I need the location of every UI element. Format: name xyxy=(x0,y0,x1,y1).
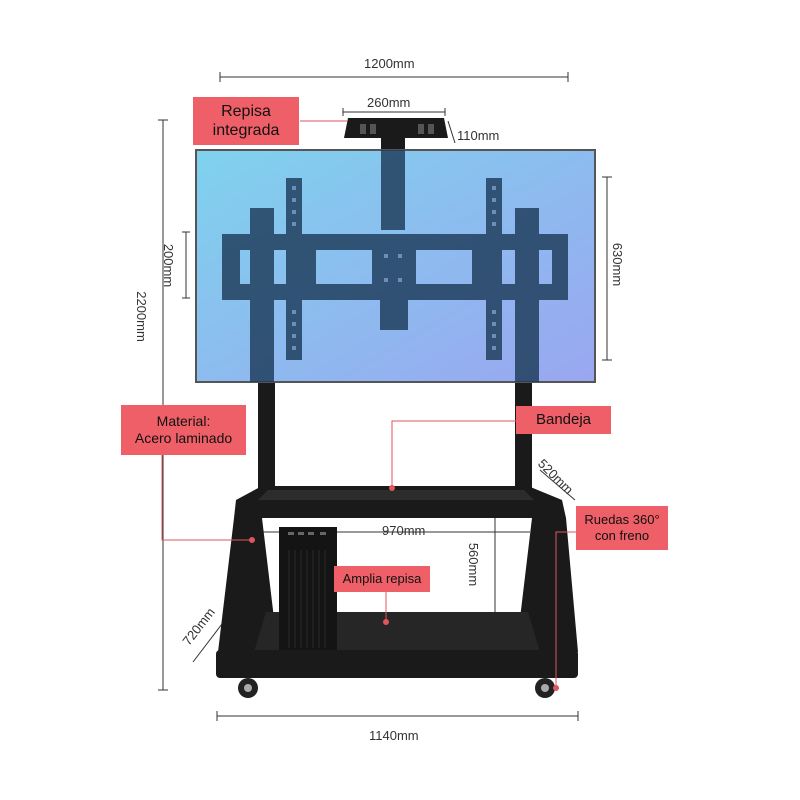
left-leg xyxy=(258,382,275,497)
vesa-mount xyxy=(222,150,568,382)
total-height-label: 2200mm xyxy=(133,291,149,342)
total-width-label: 1200mm xyxy=(364,56,415,71)
shelf-grip-marks xyxy=(360,124,434,134)
callout-tray: Bandeja xyxy=(516,406,611,434)
tv-stand xyxy=(216,118,578,698)
tray-surface xyxy=(258,490,534,500)
tv-screen xyxy=(195,149,596,383)
wheels xyxy=(238,678,555,698)
callout-integrated-shelf-line1: Repisa xyxy=(221,102,271,120)
callout-integrated-shelf-line2: integrada xyxy=(212,122,280,139)
callout-integrated-shelf: Repisa integrada xyxy=(193,97,299,145)
mount-holes xyxy=(292,186,496,350)
callout-wheels-line1: Ruedas 360° xyxy=(584,512,660,528)
callout-dots xyxy=(249,485,559,691)
callout-material-line2: Acero laminado xyxy=(134,430,233,446)
mount-height-label: 200mm xyxy=(161,243,177,288)
right-side-frame xyxy=(516,518,578,652)
center-post xyxy=(381,138,405,152)
callout-wheels-line2: con freno xyxy=(594,528,650,543)
callout-leaders xyxy=(161,120,576,688)
pc-tower-vents xyxy=(288,550,326,648)
base-plate xyxy=(216,650,578,678)
shelf-depth-label: 110mm xyxy=(457,128,500,143)
right-leg xyxy=(515,382,532,497)
screen-height-label: 630mm xyxy=(610,242,626,287)
pc-tower xyxy=(279,527,337,655)
shelf-width-label: 260mm xyxy=(367,95,411,110)
callout-material: Material: Acero laminado xyxy=(121,405,246,455)
tray-width-label: 970mm xyxy=(382,523,426,538)
callout-material-line1: Material: xyxy=(156,413,211,430)
tray-height-label: 560mm xyxy=(466,542,482,587)
base-width-label: 1140mm xyxy=(369,728,419,743)
pc-tower-details xyxy=(288,532,326,535)
left-side-frame xyxy=(218,518,278,652)
callout-wide-shelf: Amplia repisa xyxy=(334,566,430,592)
callout-wheels: Ruedas 360° con freno xyxy=(576,506,668,550)
